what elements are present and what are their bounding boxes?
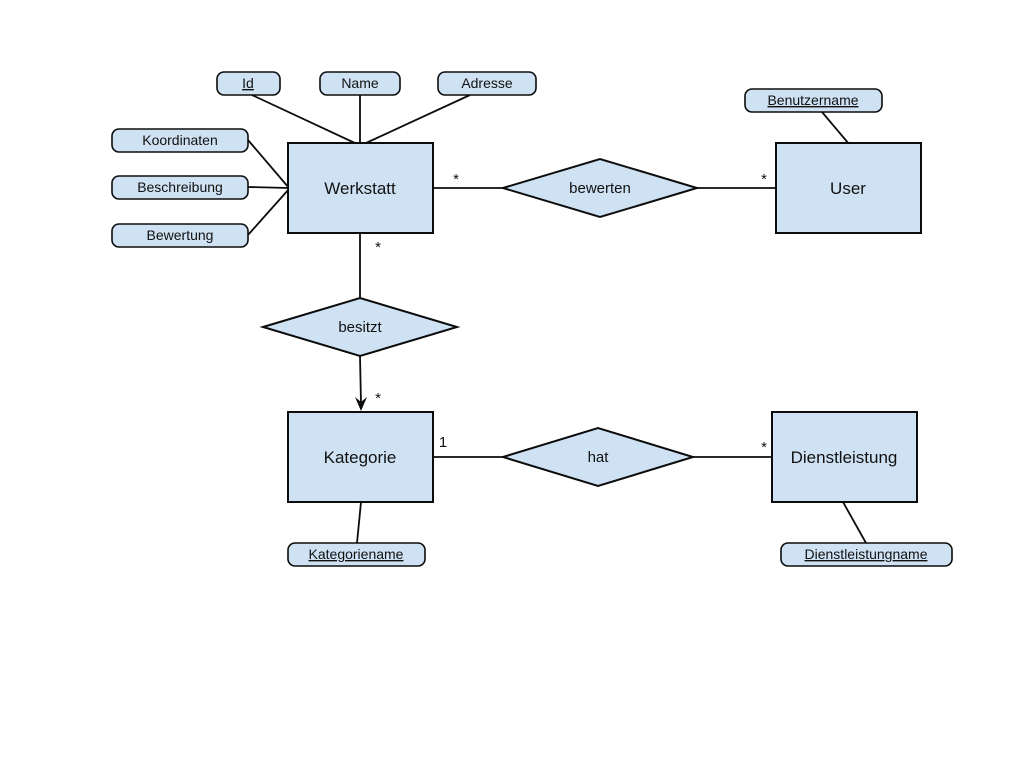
cardinality-werkstatt-besitzt: * <box>375 239 381 256</box>
cardinality-werkstatt-bewerten: * <box>453 171 459 188</box>
entity-dienstleistung-box <box>771 411 918 503</box>
attribute-adresse: Adresse <box>437 71 537 96</box>
relationship-besitzt: besitzt <box>259 296 461 358</box>
relationship-besitzt-diamond <box>259 296 461 358</box>
connector-bewertung-werkstatt <box>247 188 290 236</box>
entity-user-box <box>775 142 922 234</box>
entity-kategorie-label: Kategorie <box>324 448 397 467</box>
attribute-benutzername-box <box>744 88 883 113</box>
attribute-benutzername: Benutzername <box>744 88 883 113</box>
entity-dienstleistung: Dienstleistung <box>771 411 918 503</box>
attribute-name-box <box>319 71 401 96</box>
connector-benutzername-user <box>821 111 850 145</box>
arrowhead-besitzt-kategorie <box>355 397 367 411</box>
relationship-bewerten-diamond <box>499 157 701 219</box>
connector-kategorie-kategoriename <box>356 501 362 544</box>
attribute-name: Name <box>319 71 401 96</box>
entity-werkstatt: Werkstatt <box>287 142 434 234</box>
entity-kategorie-box <box>287 411 434 503</box>
relationship-hat: hat <box>499 426 697 488</box>
attribute-adresse-box <box>437 71 537 96</box>
attribute-beschreibung: Beschreibung <box>111 175 249 200</box>
cardinality-bewerten-user: * <box>761 171 767 188</box>
attribute-beschreibung-label: Beschreibung <box>137 179 223 195</box>
cardinality-besitzt-kategorie: * <box>375 390 381 407</box>
entity-werkstatt-box <box>287 142 434 234</box>
connector-beschreibung-werkstatt <box>247 186 290 189</box>
relationship-besitzt-label: besitzt <box>338 319 382 336</box>
attribute-dienstleistungname-label: Dienstleistungname <box>805 546 928 562</box>
attribute-id-box <box>216 71 281 96</box>
attribute-kategoriename-box <box>287 542 426 567</box>
cardinalities: * * * * 1 * <box>375 171 767 456</box>
attribute-bewertung-label: Bewertung <box>147 227 214 243</box>
entity-user: User <box>775 142 922 234</box>
attribute-adresse-label: Adresse <box>461 75 513 91</box>
attribute-bewertung-box <box>111 223 249 248</box>
attribute-koordinaten-box <box>111 128 249 153</box>
relationship-bewerten-label: bewerten <box>569 180 631 197</box>
attribute-beschreibung-box <box>111 175 249 200</box>
attribute-id-label: Id <box>242 75 254 91</box>
relationship-hat-label: hat <box>588 449 610 466</box>
relationship-hat-diamond <box>499 426 697 488</box>
attribute-koordinaten: Koordinaten <box>111 128 249 153</box>
attribute-id: Id <box>216 71 281 96</box>
connectors <box>247 94 867 544</box>
attribute-kategoriename-label: Kategoriename <box>309 546 404 562</box>
attribute-dienstleistungname: Dienstleistungname <box>780 542 953 567</box>
attribute-benutzername-label: Benutzername <box>767 92 858 108</box>
entity-werkstatt-label: Werkstatt <box>324 179 396 198</box>
attribute-kategoriename: Kategoriename <box>287 542 426 567</box>
connector-dienstleistung-dienstleistungname <box>842 501 867 544</box>
cardinality-hat-dienstleistung: * <box>761 439 767 456</box>
attribute-koordinaten-label: Koordinaten <box>142 132 218 148</box>
relationship-bewerten: bewerten <box>499 157 701 219</box>
entity-dienstleistung-label: Dienstleistung <box>791 448 898 467</box>
cardinality-kategorie-hat: 1 <box>439 434 447 451</box>
attribute-bewertung: Bewertung <box>111 223 249 248</box>
attribute-name-label: Name <box>341 75 379 91</box>
connector-id-werkstatt <box>251 94 358 145</box>
entity-user-label: User <box>830 179 866 198</box>
attribute-dienstleistungname-box <box>780 542 953 567</box>
connector-besitzt-kategorie <box>359 355 362 405</box>
entity-kategorie: Kategorie <box>287 411 434 503</box>
connector-adresse-werkstatt <box>365 94 471 144</box>
connector-koordinaten-werkstatt <box>247 139 290 189</box>
